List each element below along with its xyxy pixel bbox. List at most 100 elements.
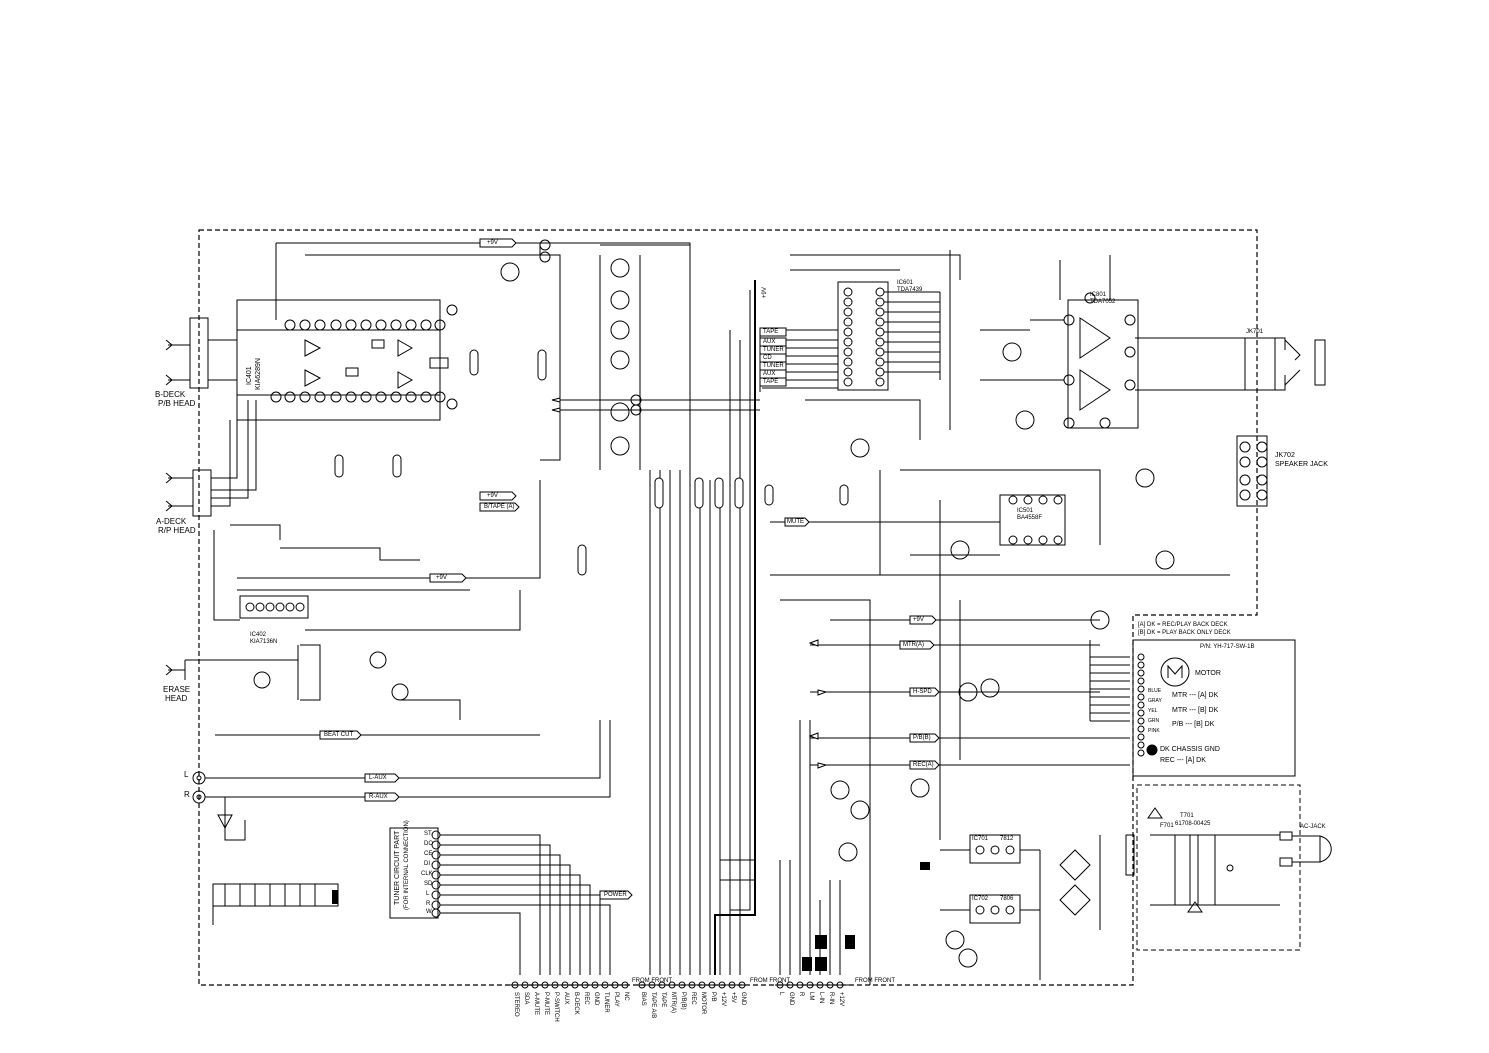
deck-row-mtr-a: MTR --- [A] DK bbox=[1172, 692, 1219, 699]
deck-row-chassis-gnd: DK CHASSIS GND bbox=[1160, 746, 1220, 753]
erase-head-sub-label: HEAD bbox=[165, 694, 188, 703]
ic601-part: TDA7439 bbox=[897, 287, 923, 293]
selector-input-6: AUX bbox=[763, 371, 776, 377]
bottom-front-pins-3-1: L bbox=[778, 992, 784, 996]
deck-wire-yel: YEL bbox=[1148, 708, 1158, 714]
deck-row-pb-b: P/B --- [B] DK bbox=[1172, 721, 1215, 728]
deck-wire-gray: GRAY bbox=[1148, 698, 1162, 704]
jk702-label: JK702 bbox=[1275, 452, 1295, 459]
tag-l-aux: L-AUX bbox=[369, 775, 387, 781]
selector-input-1: TAPE bbox=[763, 329, 779, 335]
bottom-front-pins-2-9: +12V bbox=[720, 992, 726, 1007]
rail-plus9v-right: +9V bbox=[913, 617, 924, 623]
jk701-label: JK701 bbox=[1246, 329, 1264, 335]
selector-input-7: TAPE bbox=[763, 379, 779, 385]
rail-plus9v-ic: +9V bbox=[762, 287, 768, 298]
tuner-pin-ce: CE bbox=[424, 851, 433, 857]
tuner-pin-w: W bbox=[426, 909, 432, 915]
ic701-name: IC701 bbox=[972, 836, 989, 842]
deck-wire-blue: BLUE bbox=[1148, 688, 1162, 694]
bottom-front-pins-1-8: REC bbox=[583, 992, 589, 1005]
deck-wire-pink: PINK bbox=[1148, 728, 1160, 734]
ic501-part: BA4558F bbox=[1017, 515, 1043, 521]
bottom-front-pins-3-3: R bbox=[798, 992, 804, 997]
tuner-pin-di: DI bbox=[424, 861, 430, 867]
from-front-label-2: FROM FRONT bbox=[750, 978, 790, 984]
ic402-part: KIA7136N bbox=[250, 639, 278, 645]
bottom-front-pins-2-6: REC bbox=[690, 992, 696, 1005]
bdeck-label: B-DECK bbox=[155, 390, 186, 399]
ic501-name: IC501 bbox=[1017, 508, 1034, 514]
bottom-front-pins-3-5: L-IN bbox=[818, 992, 824, 1004]
tag-beat-cut: BEAT CUT bbox=[324, 732, 354, 738]
selector-input-5: TUNER bbox=[763, 363, 784, 369]
tag-p-b-b: P/B(B) bbox=[913, 735, 931, 741]
selector-input-3: TUNER bbox=[763, 347, 784, 353]
ic601-name: IC601 bbox=[897, 280, 914, 286]
bottom-front-pins-3-2: GND bbox=[788, 992, 794, 1006]
tag-power: POWER bbox=[604, 892, 627, 898]
rail-plus9v-mid: +9V bbox=[487, 493, 498, 499]
deck-note-a: [A] DK = REC/PLAY BACK DECK bbox=[1138, 622, 1228, 628]
tuner-pin-do: DO bbox=[424, 841, 433, 847]
deck-wire-grn: GRN bbox=[1148, 718, 1160, 724]
deck-motor-label: MOTOR bbox=[1195, 670, 1221, 677]
bottom-front-pins-2-7: MOTOR bbox=[700, 992, 706, 1015]
bottom-front-pins-2-5: P/B(B) bbox=[680, 992, 686, 1010]
fuse-label: F701 bbox=[1160, 823, 1174, 829]
bottom-front-pins-1-10: TUNER bbox=[603, 992, 609, 1013]
bottom-front-pins-3-6: R-IN bbox=[828, 992, 834, 1005]
aux-l-label: L bbox=[184, 770, 189, 779]
bottom-front-pins-1-3: A-MUTE bbox=[533, 992, 539, 1015]
bottom-front-pins-2-1: BIAS bbox=[640, 992, 646, 1006]
bottom-front-pins-1-6: AUX bbox=[563, 992, 569, 1005]
tag-mute: MUTE bbox=[787, 519, 804, 525]
bdeck-sub-label: P/B HEAD bbox=[158, 399, 196, 408]
ic701-part: 7812 bbox=[1000, 836, 1014, 842]
aux-r-label: R bbox=[184, 790, 190, 799]
bottom-front-pins-2-3: TAPE bbox=[660, 992, 666, 1008]
from-front-label-3: FROM FRONT bbox=[855, 978, 895, 984]
transformer-part: 61708-00425 bbox=[1175, 821, 1211, 827]
tag-r-aux: R-AUX bbox=[369, 794, 388, 800]
ic702-name: IC702 bbox=[972, 896, 989, 902]
bottom-front-pins-2-2: TAPE A/B bbox=[650, 992, 656, 1019]
tuner-pin-sd: SD bbox=[424, 881, 433, 887]
bottom-front-pins-2-8: P/B bbox=[710, 992, 716, 1002]
tuner-pin-r: R bbox=[426, 901, 431, 907]
ic801-part: TDA7052 bbox=[1090, 299, 1116, 305]
bottom-front-pins-2-10: +5V bbox=[730, 992, 736, 1003]
bottom-front-pins-1-4: P-MUTE bbox=[543, 992, 549, 1015]
ic402-name: IC402 bbox=[250, 632, 267, 638]
bottom-front-pins-1-11: PLAY bbox=[613, 992, 619, 1007]
bottom-front-pins-3-7: +12V bbox=[838, 992, 844, 1007]
selector-input-2: AUX bbox=[763, 339, 776, 345]
adeck-label: A-DECK bbox=[156, 517, 187, 526]
tag-mtr-a: MTR(A) bbox=[903, 642, 924, 648]
bottom-front-pins-1-5: P-SWITCH bbox=[553, 992, 559, 1022]
bottom-front-pins-3-4: LM bbox=[808, 992, 814, 1001]
tag-h-spd: H-SPD bbox=[913, 689, 932, 695]
tag-rec-a: REC(A) bbox=[913, 762, 934, 768]
bottom-front-pins-1-9: GND bbox=[593, 992, 599, 1006]
tag-b-tape-a: B/TAPE (A) bbox=[484, 504, 515, 510]
rail-plus9v-top: +9V bbox=[487, 240, 498, 246]
ic401-name: IC401 bbox=[246, 366, 253, 385]
bottom-front-pins-1-2: SDA bbox=[523, 992, 529, 1005]
deck-row-mtr-b: MTR --- [B] DK bbox=[1172, 707, 1219, 714]
tuner-pin-l: L bbox=[426, 891, 430, 897]
ic401-part: KIA6289N bbox=[255, 358, 262, 390]
transformer-label: T701 bbox=[1180, 813, 1194, 819]
ic702-part: 7806 bbox=[1000, 896, 1014, 902]
deck-row-rec-a: REC --- [A] DK bbox=[1160, 757, 1206, 764]
tuner-box-subtitle: (FOR INTERNAL CONNECTION) bbox=[404, 820, 410, 910]
bottom-front-pins-1-1: STEREO bbox=[513, 992, 519, 1017]
rail-plus9v-low: +9V bbox=[436, 575, 447, 581]
deck-part-no: P/N: YH-717-SW-1B bbox=[1200, 644, 1255, 650]
tuner-pin-clk: CLK bbox=[421, 871, 433, 877]
ac-jack-label: AC-JACK bbox=[1300, 824, 1326, 830]
deck-note-b: [B] DK = PLAY BACK ONLY DECK bbox=[1138, 630, 1231, 636]
erase-head-label: ERASE bbox=[163, 685, 191, 694]
bottom-front-pins-2-4: MTR(A) bbox=[670, 992, 676, 1013]
